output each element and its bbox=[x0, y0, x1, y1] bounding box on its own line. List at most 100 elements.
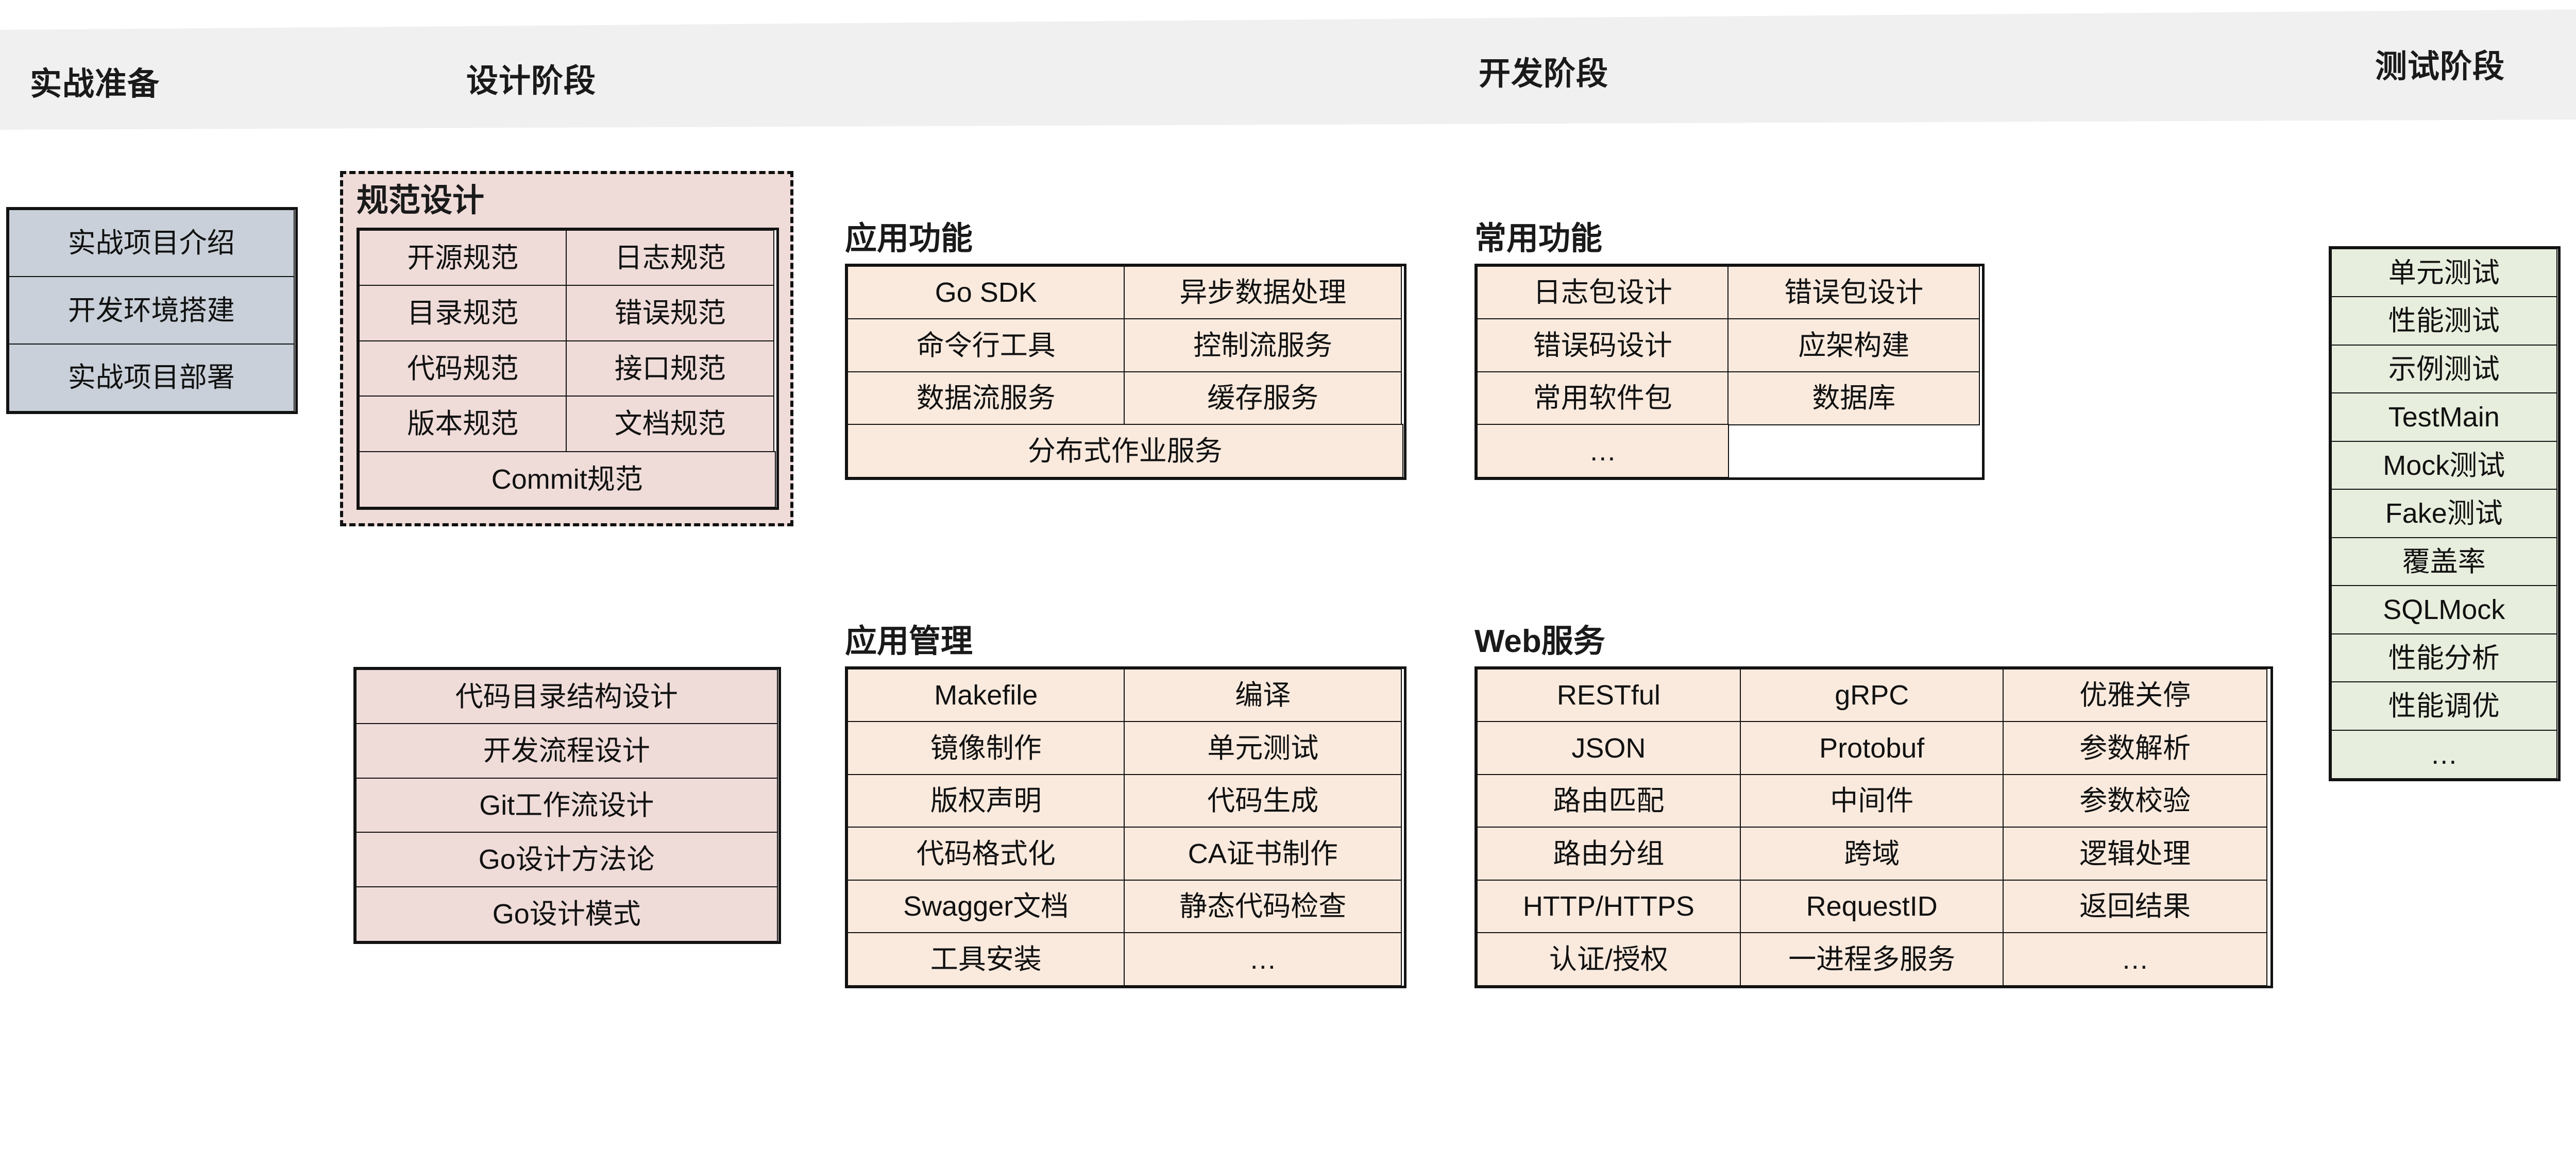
app-function-cell-2-1[interactable]: 缓存服务 bbox=[1124, 371, 1402, 425]
common-function-cell-0-1[interactable]: 错误包设计 bbox=[1727, 265, 1980, 320]
phase-banner: 实战准备 设计阶段 开发阶段 测试阶段 部署阶段 Tips bbox=[0, 0, 2576, 139]
test-item-0[interactable]: 单元测试 bbox=[2330, 248, 2557, 298]
phase-label-design: 设计阶段 bbox=[466, 63, 597, 99]
common-function-cell-empty bbox=[1727, 424, 1980, 478]
web-service-table: RESTful gRPC 优雅关停 JSON Protobuf 参数解析 路由匹… bbox=[1475, 666, 2273, 989]
test-item-5[interactable]: Fake测试 bbox=[2330, 489, 2557, 539]
web-service-cell-0-1[interactable]: gRPC bbox=[1739, 668, 2004, 723]
design-list-table: 代码目录结构设计 开发流程设计 Git工作流设计 Go设计方法论 Go设计模式 bbox=[353, 667, 781, 944]
phase-label-develop: 开发阶段 bbox=[1479, 56, 1609, 92]
common-function-cell-1-0[interactable]: 错误码设计 bbox=[1476, 318, 1729, 373]
app-management-cell-2-0[interactable]: 版权声明 bbox=[846, 774, 1125, 828]
web-service-cell-3-0[interactable]: 路由分组 bbox=[1476, 827, 1741, 881]
common-function-title: 常用功能 bbox=[1475, 221, 1603, 256]
app-management-cell-1-1[interactable]: 单元测试 bbox=[1124, 721, 1402, 776]
spec-cell-commit[interactable]: Commit规范 bbox=[358, 451, 776, 508]
design-list-item-3[interactable]: Go设计方法论 bbox=[355, 832, 778, 888]
spec-cell-3-1[interactable]: 文档规范 bbox=[566, 396, 775, 453]
app-management-cell-5-1[interactable]: … bbox=[1124, 932, 1402, 987]
app-function-cell-1-1[interactable]: 控制流服务 bbox=[1124, 318, 1402, 373]
common-function-panel: 常用功能 日志包设计 错误包设计 错误码设计 应架构建 常用软件包 数据库 … bbox=[1475, 221, 1985, 480]
spec-design-title: 规范设计 bbox=[357, 183, 485, 218]
web-service-title: Web服务 bbox=[1475, 624, 1605, 659]
web-service-cell-2-1[interactable]: 中间件 bbox=[1739, 774, 2004, 828]
prep-item-2[interactable]: 实战项目部署 bbox=[8, 343, 295, 412]
app-function-cell-0-0[interactable]: Go SDK bbox=[846, 265, 1125, 320]
common-function-cell-2-1[interactable]: 数据库 bbox=[1727, 371, 1980, 425]
app-management-cell-3-1[interactable]: CA证书制作 bbox=[1124, 827, 1402, 881]
design-list-item-1[interactable]: 开发流程设计 bbox=[355, 723, 778, 779]
spec-cell-0-0[interactable]: 开源规范 bbox=[358, 229, 567, 286]
design-list-item-0[interactable]: 代码目录结构设计 bbox=[355, 668, 778, 725]
app-management-panel: 应用管理 Makefile 编译 镜像制作 单元测试 版权声明 代码生成 代码格… bbox=[845, 624, 1406, 989]
web-service-cell-5-1[interactable]: 一进程多服务 bbox=[1739, 932, 2004, 987]
web-service-cell-2-2[interactable]: 参数校验 bbox=[2003, 774, 2267, 828]
prep-item-1[interactable]: 开发环境搭建 bbox=[8, 276, 295, 345]
test-item-7[interactable]: SQLMock bbox=[2330, 585, 2557, 635]
test-item-6[interactable]: 覆盖率 bbox=[2330, 537, 2557, 587]
spec-cell-2-1[interactable]: 接口规范 bbox=[566, 340, 775, 397]
app-function-title: 应用功能 bbox=[845, 221, 973, 256]
app-management-cell-5-0[interactable]: 工具安装 bbox=[846, 932, 1125, 987]
web-service-cell-3-1[interactable]: 跨域 bbox=[1739, 827, 2004, 881]
spec-cell-0-1[interactable]: 日志规范 bbox=[566, 229, 775, 286]
app-function-cell-2-0[interactable]: 数据流服务 bbox=[846, 371, 1125, 425]
common-function-cell-1-1[interactable]: 应架构建 bbox=[1727, 318, 1980, 373]
web-service-cell-4-2[interactable]: 返回结果 bbox=[2003, 879, 2267, 934]
spec-cell-3-0[interactable]: 版本规范 bbox=[358, 396, 567, 453]
test-phase-column: 单元测试 性能测试 示例测试 TestMain Mock测试 Fake测试 覆盖… bbox=[2329, 246, 2561, 781]
web-service-cell-0-2[interactable]: 优雅关停 bbox=[2003, 668, 2267, 723]
spec-cell-1-0[interactable]: 目录规范 bbox=[358, 285, 567, 342]
phase-banner-labels: 实战准备 设计阶段 开发阶段 测试阶段 部署阶段 Tips bbox=[0, 0, 2576, 139]
prep-column-table: 实战项目介绍 开发环境搭建 实战项目部署 bbox=[6, 207, 298, 414]
design-list-item-2[interactable]: Git工作流设计 bbox=[355, 777, 778, 833]
app-function-panel: 应用功能 Go SDK 异步数据处理 命令行工具 控制流服务 数据流服务 缓存服… bbox=[845, 221, 1406, 480]
app-management-title: 应用管理 bbox=[845, 624, 973, 659]
test-item-8[interactable]: 性能分析 bbox=[2330, 633, 2557, 683]
web-service-cell-4-0[interactable]: HTTP/HTTPS bbox=[1476, 879, 1741, 934]
web-service-panel: Web服务 RESTful gRPC 优雅关停 JSON Protobuf 参数… bbox=[1475, 624, 2273, 989]
test-phase-table: 单元测试 性能测试 示例测试 TestMain Mock测试 Fake测试 覆盖… bbox=[2329, 246, 2561, 781]
web-service-cell-2-0[interactable]: 路由匹配 bbox=[1476, 774, 1741, 828]
web-service-cell-0-0[interactable]: RESTful bbox=[1476, 668, 1741, 723]
spec-cell-2-0[interactable]: 代码规范 bbox=[358, 340, 567, 397]
phase-label-test: 测试阶段 bbox=[2375, 49, 2505, 84]
phase-label-prep: 实战准备 bbox=[30, 66, 160, 102]
web-service-cell-1-1[interactable]: Protobuf bbox=[1739, 721, 2004, 776]
prep-item-0[interactable]: 实战项目介绍 bbox=[8, 209, 295, 278]
app-management-cell-0-0[interactable]: Makefile bbox=[846, 668, 1125, 723]
app-function-table: Go SDK 异步数据处理 命令行工具 控制流服务 数据流服务 缓存服务 分布式… bbox=[845, 264, 1406, 480]
app-management-cell-1-0[interactable]: 镜像制作 bbox=[846, 721, 1125, 776]
test-item-3[interactable]: TestMain bbox=[2330, 392, 2557, 442]
common-function-cell-2-0[interactable]: 常用软件包 bbox=[1476, 371, 1729, 425]
web-service-cell-5-0[interactable]: 认证/授权 bbox=[1476, 932, 1741, 987]
spec-cell-1-1[interactable]: 错误规范 bbox=[566, 285, 775, 342]
test-item-4[interactable]: Mock测试 bbox=[2330, 440, 2557, 490]
app-management-cell-3-0[interactable]: 代码格式化 bbox=[846, 827, 1125, 881]
app-management-cell-0-1[interactable]: 编译 bbox=[1124, 668, 1402, 723]
app-function-cell-1-0[interactable]: 命令行工具 bbox=[846, 318, 1125, 373]
test-item-10[interactable]: … bbox=[2330, 729, 2557, 779]
common-function-table: 日志包设计 错误包设计 错误码设计 应架构建 常用软件包 数据库 … bbox=[1475, 264, 1985, 480]
app-management-cell-2-1[interactable]: 代码生成 bbox=[1124, 774, 1402, 828]
web-service-cell-4-1[interactable]: RequestID bbox=[1739, 879, 2004, 934]
test-item-1[interactable]: 性能测试 bbox=[2330, 296, 2557, 346]
web-service-cell-3-2[interactable]: 逻辑处理 bbox=[2003, 827, 2267, 881]
phase-banner-arrow-shape bbox=[0, 9, 2576, 130]
app-management-cell-4-0[interactable]: Swagger文档 bbox=[846, 879, 1125, 934]
web-service-cell-1-2[interactable]: 参数解析 bbox=[2003, 721, 2267, 776]
test-item-9[interactable]: 性能调优 bbox=[2330, 681, 2557, 731]
web-service-cell-5-2[interactable]: … bbox=[2003, 932, 2267, 987]
app-function-cell-distributed[interactable]: 分布式作业服务 bbox=[846, 424, 1403, 478]
common-function-cell-more[interactable]: … bbox=[1476, 424, 1729, 478]
app-management-cell-4-1[interactable]: 静态代码检查 bbox=[1124, 879, 1402, 934]
common-function-cell-0-0[interactable]: 日志包设计 bbox=[1476, 265, 1729, 320]
spec-design-table: 开源规范 日志规范 目录规范 错误规范 代码规范 接口规范 版本规范 文档规范 … bbox=[357, 228, 779, 510]
app-function-cell-0-1[interactable]: 异步数据处理 bbox=[1124, 265, 1402, 320]
test-item-2[interactable]: 示例测试 bbox=[2330, 344, 2557, 394]
design-list-panel: 代码目录结构设计 开发流程设计 Git工作流设计 Go设计方法论 Go设计模式 bbox=[353, 667, 781, 944]
design-list-item-4[interactable]: Go设计模式 bbox=[355, 886, 778, 942]
app-management-table: Makefile 编译 镜像制作 单元测试 版权声明 代码生成 代码格式化 CA… bbox=[845, 666, 1406, 989]
web-service-cell-1-0[interactable]: JSON bbox=[1476, 721, 1741, 776]
